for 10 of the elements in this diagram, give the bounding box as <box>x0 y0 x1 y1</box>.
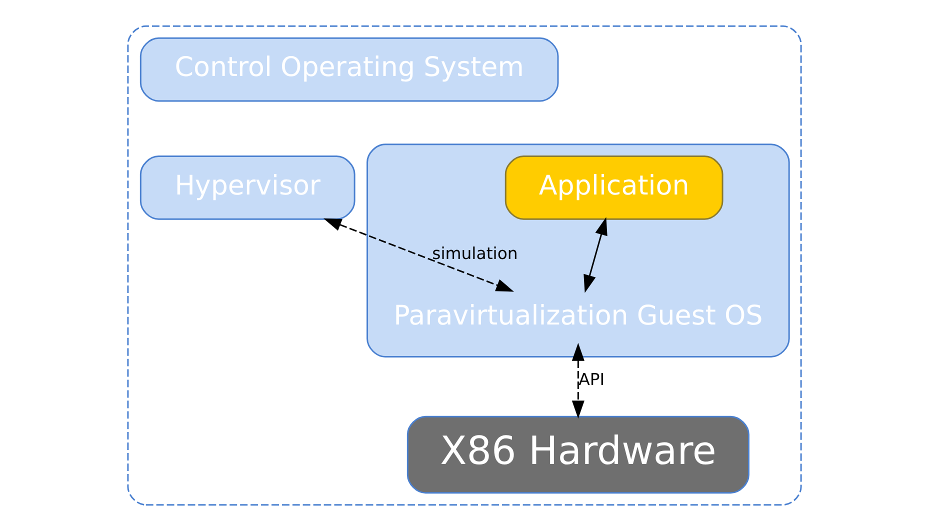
arrow <box>572 342 584 419</box>
node-box: Application <box>504 156 724 220</box>
arrow <box>584 217 608 293</box>
edge-label: API <box>578 370 605 389</box>
node-box: Hypervisor <box>140 156 356 220</box>
arrow <box>323 218 514 292</box>
node-box: Control Operating System <box>140 37 559 102</box>
node-box: X86 Hardware <box>406 416 750 494</box>
cluster <box>127 25 802 506</box>
edge-label: simulation <box>432 244 518 264</box>
